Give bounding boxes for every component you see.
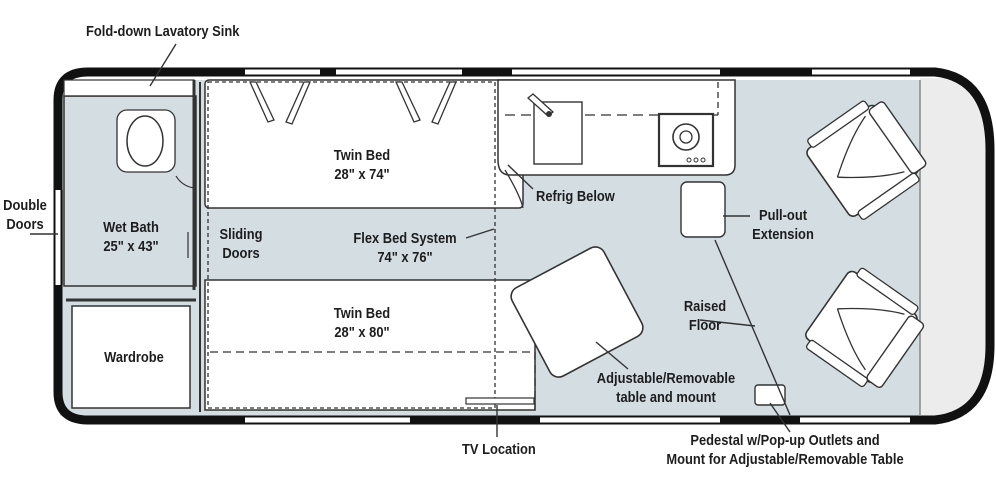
seat-top	[806, 100, 927, 220]
label-tv-location: TV Location	[462, 441, 536, 458]
label-twin-bed-bottom-line2: 28" x 80"	[334, 324, 390, 341]
label-twin-bed-bottom: Twin Bed 28" x 80"	[310, 304, 413, 342]
label-double-doors: Double Doors	[0, 196, 52, 234]
bed-hinges	[248, 81, 457, 125]
galley-sink	[533, 101, 583, 165]
label-double-doors-line1: Double	[3, 197, 47, 214]
label-adjustable-table: Adjustable/Removable table and mount	[582, 369, 751, 407]
wardrobe	[71, 305, 191, 409]
adjustable-table	[510, 246, 644, 378]
label-wet-bath-line2: 25" x 43"	[103, 238, 159, 255]
tv-location	[465, 397, 535, 405]
label-pedestal-line2: Mount for Adjustable/Removable Table	[666, 451, 904, 468]
label-pedestal-line1: Pedestal w/Pop-up Outlets and	[690, 432, 880, 449]
label-twin-bed-bottom-line1: Twin Bed	[333, 305, 391, 322]
pedestal	[754, 384, 786, 406]
label-double-doors-line2: Doors	[6, 216, 44, 233]
label-sliding-doors-line1: Sliding	[219, 226, 263, 243]
label-flex-bed-system: Flex Bed System 74" x 76"	[336, 229, 474, 267]
seat-bottom	[805, 267, 925, 388]
label-raised-floor-line2: Floor	[688, 317, 722, 334]
lavatory-sink	[63, 79, 195, 97]
twin-bed-bottom	[204, 279, 536, 411]
flex-bed-system	[207, 81, 496, 409]
label-twin-bed-top-line2: 28" x 74"	[334, 166, 390, 183]
windows	[245, 69, 910, 423]
toilet-bowl	[126, 115, 164, 167]
faucet-icon	[526, 93, 555, 117]
label-sliding-doors: Sliding Doors	[211, 225, 271, 263]
label-wardrobe: Wardrobe	[104, 349, 164, 366]
label-pull-out-extension-line1: Pull-out	[758, 207, 807, 224]
label-flex-bed-system-line1: Flex Bed System	[353, 230, 457, 247]
leader-lines	[30, 43, 791, 437]
label-pull-out-extension: Pull-out Extension	[742, 206, 825, 244]
label-twin-bed-top-line1: Twin Bed	[333, 147, 391, 164]
label-fold-down-lavatory-sink: Fold-down Lavatory Sink	[86, 23, 240, 40]
label-flex-bed-system-line2: 74" x 76"	[377, 249, 433, 266]
cab-area	[920, 78, 986, 416]
label-adjustable-table-line1: Adjustable/Removable	[596, 370, 736, 387]
twin-bed-top	[204, 79, 524, 209]
label-pull-out-extension-line2: Extension	[752, 226, 814, 243]
label-wet-bath-line1: Wet Bath	[103, 219, 159, 236]
outer-wall	[53, 67, 995, 425]
label-pedestal: Pedestal w/Pop-up Outlets and Mount for …	[643, 431, 927, 469]
label-raised-floor: Raised Floor	[675, 297, 735, 335]
label-adjustable-table-line2: table and mount	[616, 389, 716, 406]
pull-out-extension	[680, 181, 726, 238]
label-sliding-doors-line2: Doors	[222, 245, 260, 262]
label-raised-floor-line1: Raised	[683, 298, 727, 315]
label-refrig-below: Refrig Below	[536, 188, 615, 205]
label-wet-bath: Wet Bath 25" x 43"	[83, 218, 179, 256]
label-twin-bed-top: Twin Bed 28" x 74"	[310, 146, 413, 184]
